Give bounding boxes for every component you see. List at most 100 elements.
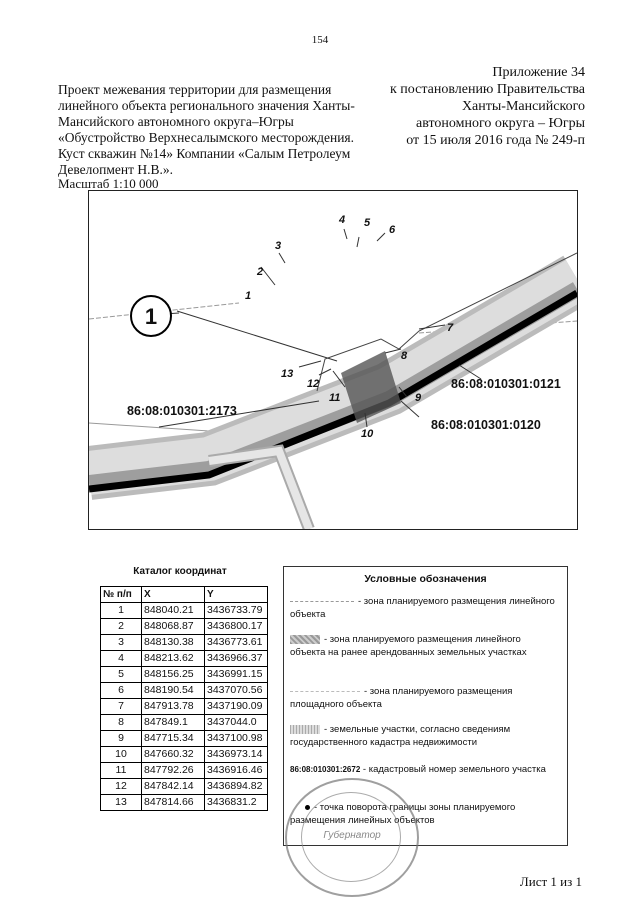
x-coordinate-cell: 847814.66 <box>141 794 205 811</box>
leader-line <box>364 412 368 428</box>
y-coordinate-cell: 3437070.56 <box>204 682 268 699</box>
corridor-zone-inner <box>89 260 577 495</box>
point-number-cell: 2 <box>100 618 142 635</box>
y-coordinate-cell: 3436966.37 <box>204 650 268 667</box>
x-coordinate-cell: 848130.38 <box>141 634 205 651</box>
point-label-8: 8 <box>401 350 408 362</box>
point-number-cell: 1 <box>100 602 142 619</box>
legend-text: - зона планируемого размещения площадног… <box>290 686 513 710</box>
leader-line <box>278 252 286 264</box>
appendix-line: Ханты-Мансийского <box>461 99 585 114</box>
legend-item-land-plots: - земельные участки, согласно сведениям … <box>290 723 558 749</box>
point-label-6: 6 <box>389 224 396 236</box>
y-coordinate-cell: 3436973.14 <box>204 746 268 763</box>
y-coordinate-cell: 3437044.0 <box>204 714 268 731</box>
legend-swatch <box>290 690 360 692</box>
point-label-13: 13 <box>281 368 293 380</box>
point-label-12: 12 <box>307 378 319 390</box>
cadastral-number-0120: 86:08:010301:0120 <box>431 418 541 432</box>
point-number-cell: 12 <box>100 778 142 795</box>
leader-line <box>318 368 332 376</box>
point-number-cell: 13 <box>100 794 142 811</box>
boundary-line <box>89 302 240 320</box>
appendix-line: к постановлению Правительства <box>389 82 585 97</box>
table-header-row: № п/п X Y <box>100 586 268 603</box>
boundary-line <box>89 422 210 432</box>
map-drawing: 1 1 2 3 4 5 6 7 8 9 10 11 12 13 86:08:01… <box>89 214 577 529</box>
legend-text: - земельные участки, согласно сведениям … <box>290 724 511 748</box>
point-number-cell: 10 <box>100 746 142 763</box>
y-coordinate-cell: 3436991.15 <box>204 666 268 683</box>
legend-text: - зона планируемого размещения линейного… <box>290 634 527 658</box>
point-label-5: 5 <box>364 217 371 229</box>
cadastral-number-0121: 86:08:010301:0121 <box>451 377 561 391</box>
leader-line <box>356 236 360 248</box>
y-coordinate-cell: 3436733.79 <box>204 602 268 619</box>
x-coordinate-cell: 848213.62 <box>141 650 205 667</box>
point-number-cell: 6 <box>100 682 142 699</box>
column-header: № п/п <box>100 586 142 603</box>
project-title: Проект межевания территории для размещен… <box>58 82 355 177</box>
y-coordinate-cell: 3436773.61 <box>204 634 268 651</box>
y-coordinate-cell: 3436894.82 <box>204 778 268 795</box>
leader-line <box>418 324 446 330</box>
column-header: X <box>141 586 205 603</box>
legend-item-area-zone: - зона планируемого размещения площадног… <box>290 685 558 711</box>
point-number-cell: 11 <box>100 762 142 779</box>
zone-number-circle <box>130 295 172 337</box>
leader-line <box>260 266 276 286</box>
cadastral-leader <box>158 400 320 428</box>
y-coordinate-cell: 3436916.46 <box>204 762 268 779</box>
x-coordinate-cell: 847792.26 <box>141 762 205 779</box>
point-label-7: 7 <box>447 322 454 334</box>
leader-line <box>298 360 322 368</box>
column-header: Y <box>204 586 268 603</box>
point-label-4: 4 <box>338 214 345 226</box>
cadastral-sample: 86:08:010301:2672 <box>290 765 361 774</box>
x-coordinate-cell: 847913.78 <box>141 698 205 715</box>
appendix-line: Приложение 34 <box>492 65 585 80</box>
legend-swatch <box>290 600 354 602</box>
appendix-line: от 15 июля 2016 года № 249-п <box>406 133 585 148</box>
zone-outline <box>316 252 577 392</box>
cadastral-leader <box>400 400 420 418</box>
y-coordinate-cell: 3436800.17 <box>204 618 268 635</box>
x-coordinate-cell: 847849.1 <box>141 714 205 731</box>
legend-title: Условные обозначения <box>364 573 487 585</box>
x-coordinate-cell: 847842.14 <box>141 778 205 795</box>
sheet-number: Лист 1 из 1 <box>519 874 582 889</box>
x-coordinate-cell: 847715.34 <box>141 730 205 747</box>
point-number-cell: 7 <box>100 698 142 715</box>
point-label-11: 11 <box>329 392 340 404</box>
x-coordinate-cell: 848156.25 <box>141 666 205 683</box>
land-survey-map: 1 1 2 3 4 5 6 7 8 9 10 11 12 13 86:08:01… <box>88 190 578 530</box>
point-number-cell: 4 <box>100 650 142 667</box>
point-label-10: 10 <box>361 428 374 440</box>
point-number-cell: 8 <box>100 714 142 731</box>
legend-swatch <box>290 724 320 734</box>
point-number-cell: 5 <box>100 666 142 683</box>
point-number-cell: 3 <box>100 634 142 651</box>
x-coordinate-cell: 848040.21 <box>141 602 205 619</box>
x-coordinate-cell: 848190.54 <box>141 682 205 699</box>
leader-line <box>398 386 408 398</box>
x-coordinate-cell: 847660.32 <box>141 746 205 763</box>
zone-number: 1 <box>145 304 157 329</box>
legend-item-linear-zone: - зона планируемого размещения линейного… <box>290 595 558 621</box>
map-scale: Масштаб 1:10 000 <box>58 176 159 191</box>
x-coordinate-cell: 848068.87 <box>141 618 205 635</box>
point-label-1: 1 <box>245 290 251 302</box>
legend-item-cadastral-number: 86:08:010301:2672 - кадастровый номер зе… <box>290 763 558 776</box>
point-label-9: 9 <box>415 392 422 404</box>
